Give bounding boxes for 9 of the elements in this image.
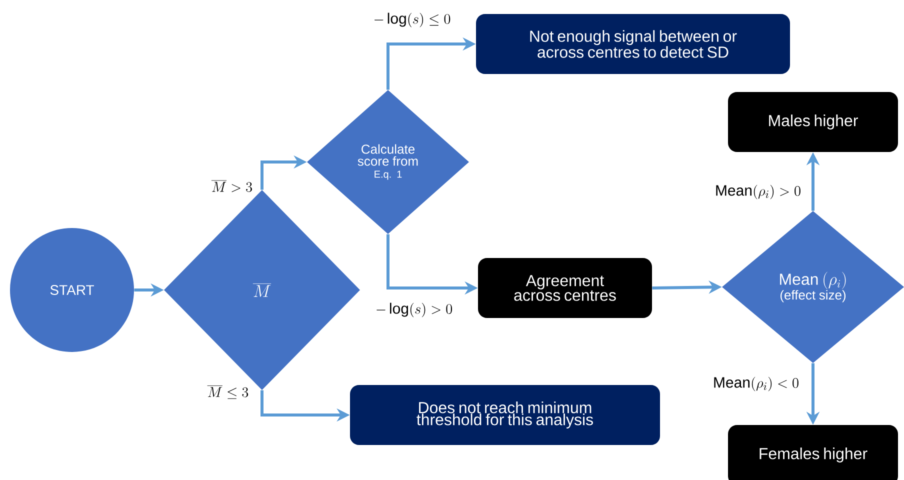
edge-label: $\mathrm{Mean}(\rho_i) < 0$: [712, 376, 800, 392]
outcome-box: Does not reach minimum threshold for this analysis: [350, 385, 660, 445]
outcome-box: Agreement across centres: [478, 258, 652, 318]
edge-label: $-\log(s) > 0$: [374, 302, 454, 318]
outcome-box: Females higher: [728, 425, 898, 480]
edge-label: $\mathrm{Mean}(\rho_i) > 0$: [714, 184, 802, 200]
outcome-box: Males higher: [728, 92, 898, 152]
edge-label: $-\log(s) \leq 0$: [372, 12, 452, 28]
outcome-box: Not enough signal between or across centres to detect SD: [476, 14, 790, 74]
